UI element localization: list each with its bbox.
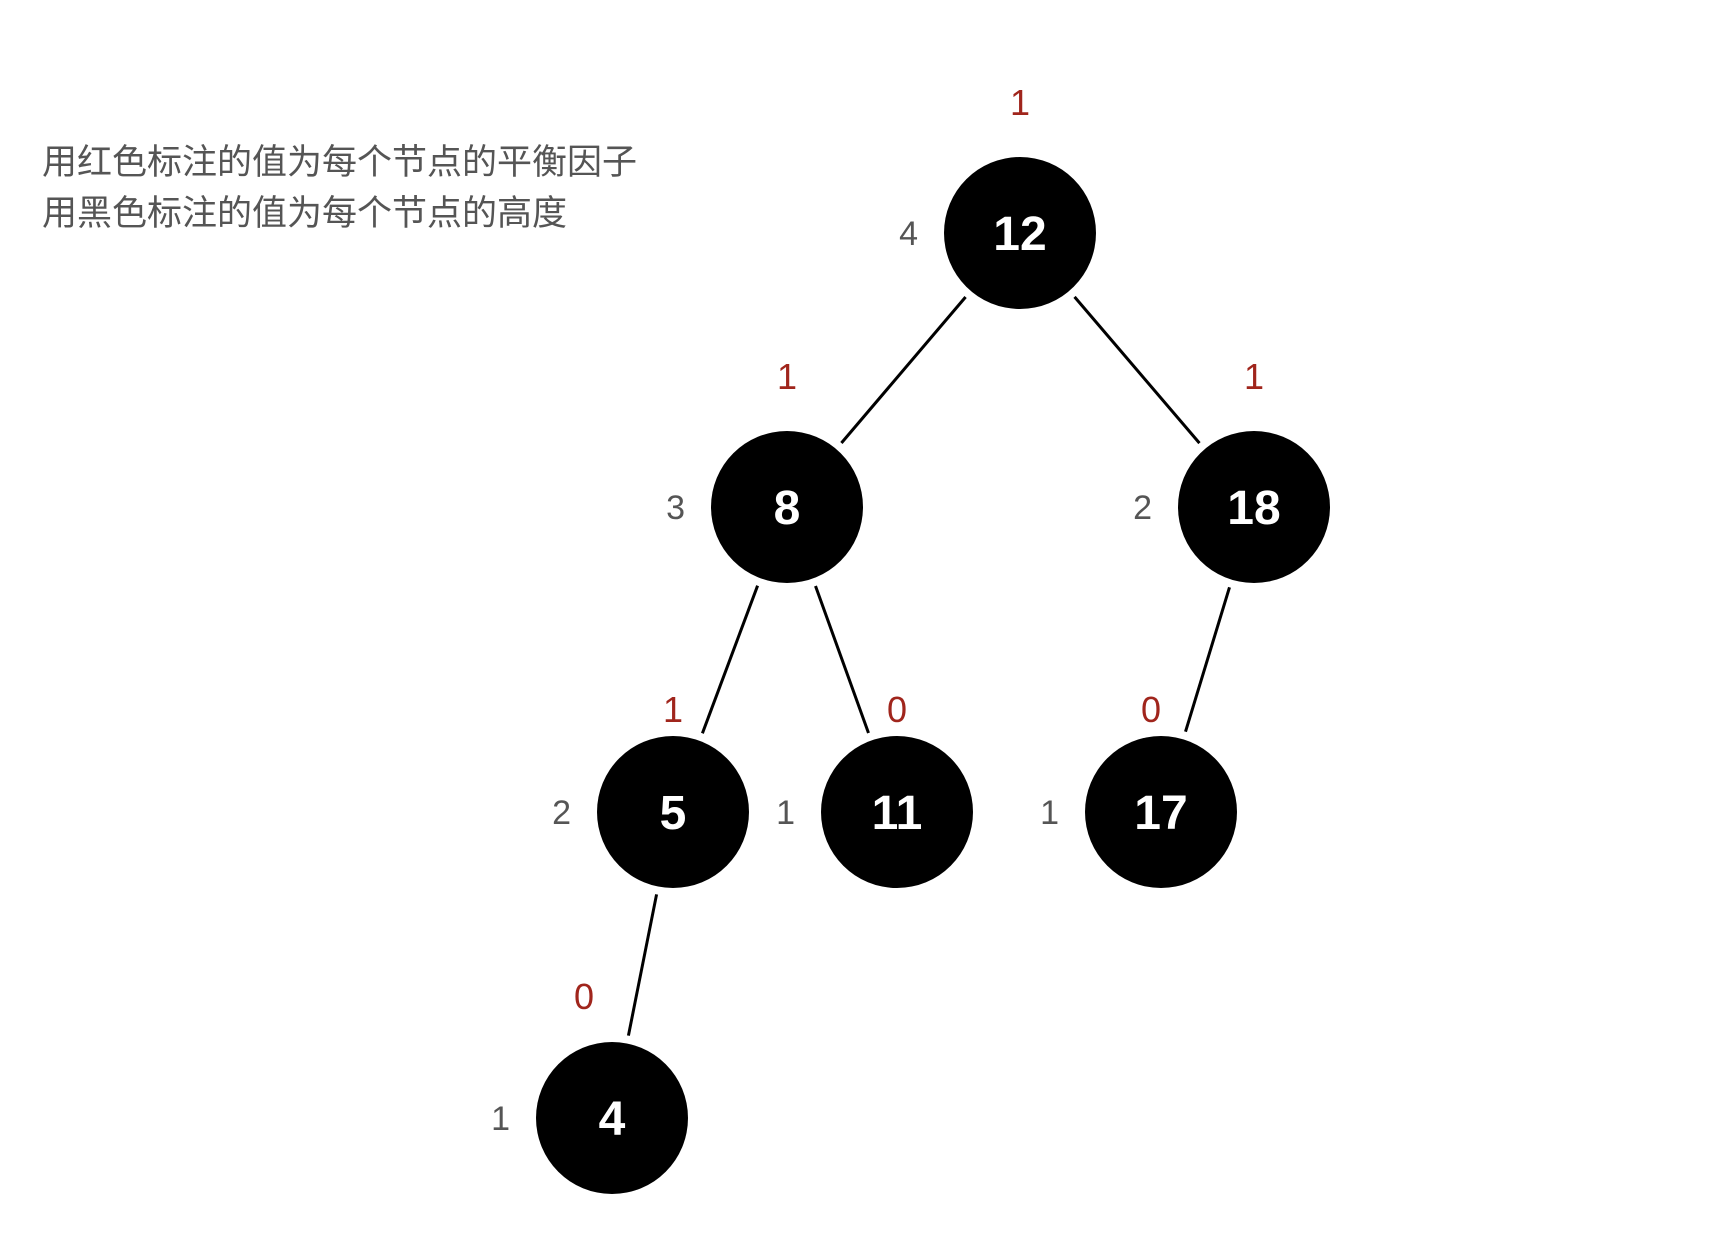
node-height-label: 4 <box>899 215 918 253</box>
node-balance-factor-label: 1 <box>1010 82 1030 123</box>
node-value: 4 <box>599 1093 626 1146</box>
node-balance-factor-label: 0 <box>574 976 594 1017</box>
legend: 用红色标注的值为每个节点的平衡因子 用黑色标注的值为每个节点的高度 <box>42 138 637 240</box>
node-height-label: 3 <box>666 489 685 527</box>
node-circle <box>597 736 749 888</box>
node-height-label: 1 <box>776 794 795 832</box>
node-value: 12 <box>993 208 1046 261</box>
node-value: 18 <box>1227 482 1280 535</box>
node-circle <box>944 157 1096 309</box>
node-balance-factor-label: 0 <box>1141 689 1161 730</box>
node-height-label: 2 <box>552 794 571 832</box>
edge-n8-n5 <box>701 585 759 734</box>
tree-node-4: 4 1 0 <box>491 976 688 1194</box>
legend-balance-factor-line: 用红色标注的值为每个节点的平衡因子 <box>42 143 638 183</box>
tree-node-5: 5 2 1 <box>552 689 749 888</box>
edge-n12-n8 <box>840 296 967 444</box>
node-balance-factor-label: 0 <box>887 689 907 730</box>
node-circle <box>821 736 973 888</box>
tree-node-8: 8 3 1 <box>666 356 863 583</box>
node-circle <box>711 431 863 583</box>
node-balance-factor-label: 1 <box>777 356 797 397</box>
edges-layer <box>626 295 1231 1036</box>
edge-n12-n18 <box>1073 295 1201 445</box>
node-value: 11 <box>872 787 923 840</box>
node-value: 17 <box>1134 787 1187 840</box>
tree-node-12: 12 4 1 <box>899 82 1096 309</box>
node-circle <box>1085 736 1237 888</box>
node-circle <box>536 1042 688 1194</box>
legend-height-line: 用黑色标注的值为每个节点的高度 <box>42 194 568 234</box>
node-balance-factor-label: 1 <box>1244 356 1264 397</box>
node-height-label: 1 <box>491 1100 510 1138</box>
node-balance-factor-label: 1 <box>663 689 683 730</box>
edge-n8-n11 <box>814 585 870 734</box>
node-value: 5 <box>660 787 687 840</box>
node-value: 8 <box>774 482 801 535</box>
edge-n5-n4 <box>626 894 659 1036</box>
node-circle <box>1178 431 1330 583</box>
node-height-label: 2 <box>1133 489 1152 527</box>
node-height-label: 1 <box>1040 794 1059 832</box>
edge-n18-n17 <box>1184 586 1231 733</box>
